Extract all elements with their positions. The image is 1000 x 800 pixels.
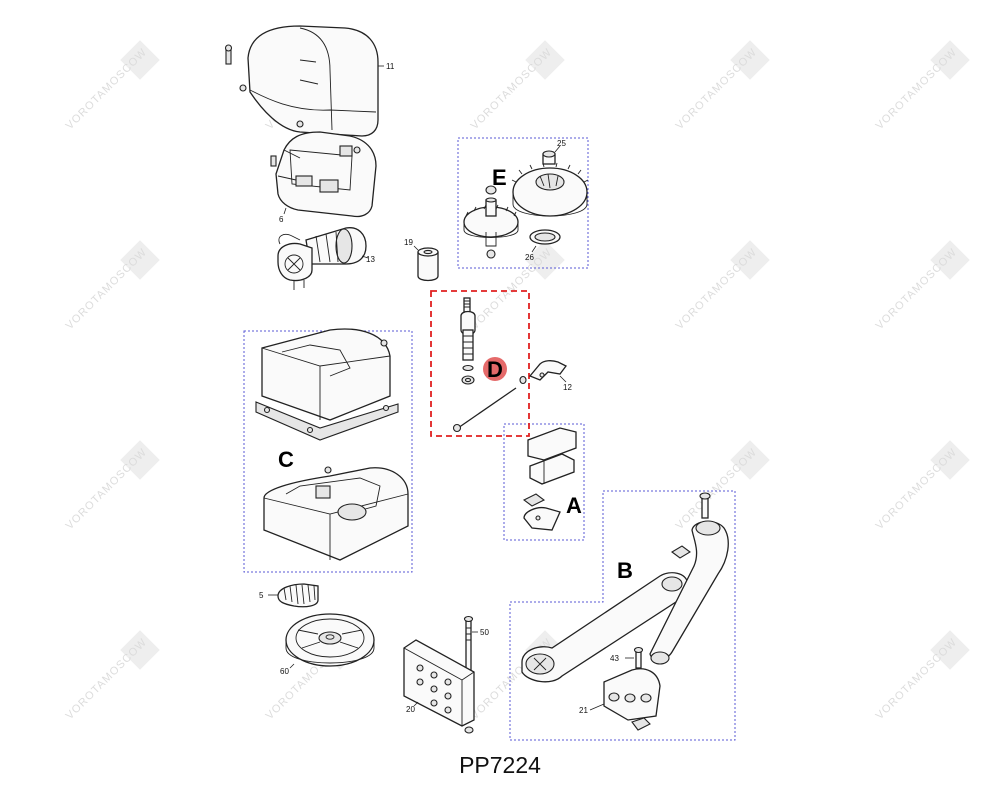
group-e-box bbox=[457, 137, 589, 269]
svg-text:VOROTAMOSCOW: VOROTAMOSCOW bbox=[874, 636, 960, 722]
watermark-tile: VOROTAMOSCOW bbox=[874, 440, 970, 532]
svg-text:VOROTAMOSCOW: VOROTAMOSCOW bbox=[874, 46, 960, 132]
callout-43: 43 bbox=[610, 654, 619, 663]
svg-text:VOROTAMOSCOW: VOROTAMOSCOW bbox=[674, 46, 760, 132]
callout-25: 25 bbox=[557, 139, 566, 148]
bolt-part: 50 bbox=[463, 615, 489, 677]
spacer-part: 19 bbox=[404, 238, 439, 282]
group-d-shaft bbox=[452, 297, 527, 433]
callout-5: 5 bbox=[259, 591, 264, 600]
bracket-part: 12 bbox=[528, 360, 572, 392]
group-d-highlight-box bbox=[430, 290, 530, 437]
watermark-tile: VOROTAMOSCOW bbox=[874, 40, 970, 132]
svg-text:VOROTAMOSCOW: VOROTAMOSCOW bbox=[64, 46, 150, 132]
wheel-part: 60 bbox=[280, 613, 375, 676]
control-board-part: 6 bbox=[270, 131, 377, 224]
group-b-box bbox=[509, 490, 736, 741]
svg-text:VOROTAMOSCOW: VOROTAMOSCOW bbox=[64, 636, 150, 722]
callout-6: 6 bbox=[279, 215, 284, 224]
group-c-housings: C bbox=[255, 328, 409, 561]
group-a-plates: A bbox=[522, 427, 582, 531]
watermark-tile: VOROTAMOSCOW bbox=[469, 40, 565, 132]
group-b-arms: 43 21 B bbox=[521, 492, 729, 731]
watermark-tile: VOROTAMOSCOW bbox=[64, 240, 160, 332]
group-e-gears: 25 26 E bbox=[463, 139, 589, 262]
watermark-tile: VOROTAMOSCOW bbox=[874, 240, 970, 332]
svg-text:VOROTAMOSCOW: VOROTAMOSCOW bbox=[469, 246, 555, 332]
svg-text:VOROTAMOSCOW: VOROTAMOSCOW bbox=[674, 446, 760, 532]
mounting-plate-part: 20 bbox=[403, 639, 475, 734]
svg-text:VOROTAMOSCOW: VOROTAMOSCOW bbox=[64, 246, 150, 332]
watermark-tile: VOROTAMOSCOW bbox=[64, 40, 160, 132]
callout-13: 13 bbox=[366, 255, 375, 264]
callout-50: 50 bbox=[480, 628, 489, 637]
watermark-tile: VOROTAMOSCOW bbox=[64, 440, 160, 532]
watermark-tile: VOROTAMOSCOW bbox=[874, 630, 970, 722]
watermark-tile: VOROTAMOSCOW bbox=[674, 240, 770, 332]
watermark-tile: VOROTAMOSCOW bbox=[469, 240, 565, 332]
worm-gear-part: 5 bbox=[259, 583, 319, 608]
svg-text:VOROTAMOSCOW: VOROTAMOSCOW bbox=[674, 246, 760, 332]
svg-text:VOROTAMOSCOW: VOROTAMOSCOW bbox=[469, 46, 555, 132]
watermark-tile: VOROTAMOSCOW bbox=[674, 40, 770, 132]
svg-text:VOROTAMOSCOW: VOROTAMOSCOW bbox=[874, 446, 960, 532]
group-label-d: D bbox=[487, 357, 503, 382]
watermark-tile: VOROTAMOSCOW bbox=[64, 630, 160, 722]
group-label-b: B bbox=[617, 558, 633, 583]
motor-part: 13 bbox=[277, 227, 375, 290]
callout-12: 12 bbox=[563, 383, 572, 392]
watermark-layer: VOROTAMOSCOW VOROTAMOSCOW VOROTAMOSCOW V… bbox=[64, 40, 970, 722]
callout-19: 19 bbox=[404, 238, 413, 247]
group-a-box bbox=[503, 423, 585, 541]
callout-20: 20 bbox=[406, 705, 415, 714]
callout-21: 21 bbox=[579, 706, 588, 715]
model-label: PP7224 bbox=[459, 752, 541, 778]
svg-text:VOROTAMOSCOW: VOROTAMOSCOW bbox=[64, 446, 150, 532]
svg-text:VOROTAMOSCOW: VOROTAMOSCOW bbox=[874, 246, 960, 332]
callout-60: 60 bbox=[280, 667, 289, 676]
watermark-tile: VOROTAMOSCOW bbox=[674, 440, 770, 532]
badge-d: D bbox=[483, 357, 507, 382]
group-label-c: C bbox=[278, 447, 294, 472]
callout-11: 11 bbox=[386, 62, 395, 71]
callout-26: 26 bbox=[525, 253, 534, 262]
group-label-a: A bbox=[566, 493, 582, 518]
group-label-e: E bbox=[492, 165, 507, 190]
cover-part: 11 bbox=[224, 25, 395, 137]
